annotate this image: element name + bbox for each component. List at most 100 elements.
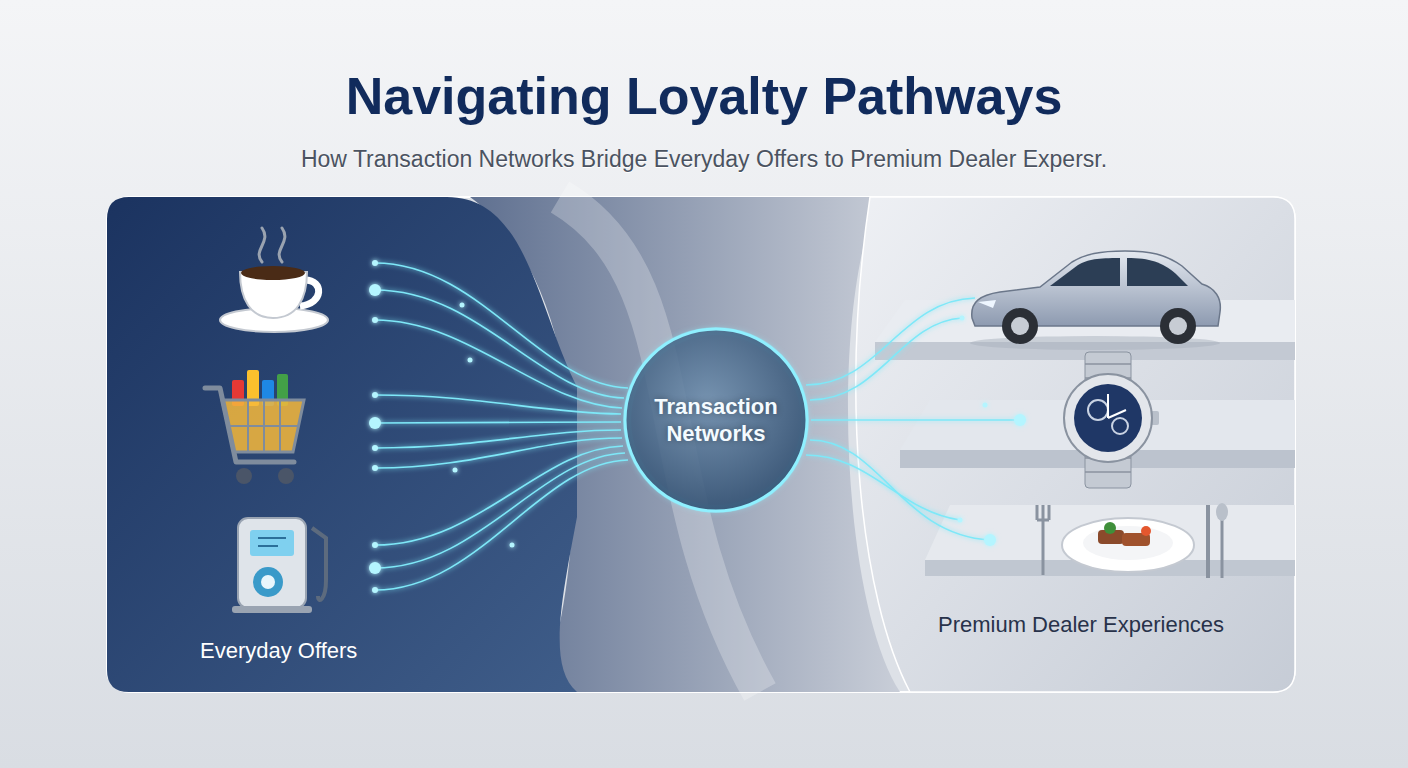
luxury-watch — [1064, 374, 1152, 462]
sedan-car — [1169, 317, 1187, 335]
platform-steps — [875, 300, 1295, 342]
shopping-cart-icon — [278, 468, 294, 484]
sedan-car — [1050, 258, 1120, 286]
luxury-watch — [1085, 352, 1131, 392]
card-panel — [107, 197, 1295, 692]
diagram-title: Navigating Loyalty Pathways — [0, 66, 1408, 126]
coffee-cup-icon — [300, 280, 319, 306]
coffee-cup-icon — [259, 228, 285, 262]
left-flow-lines — [375, 430, 621, 448]
fine-dining-plate — [1098, 530, 1124, 544]
flow-connector — [577, 419, 621, 422]
fine-dining-plate — [1104, 522, 1116, 534]
coffee-cup-icon — [241, 266, 305, 280]
luxury-watch — [1074, 384, 1142, 452]
platform-steps — [925, 560, 1295, 576]
fuel-pump-icon — [312, 528, 326, 600]
left-flow-lines — [375, 422, 621, 423]
offer-panel: Everyday Offers — [107, 197, 577, 692]
shopping-cart-icon — [205, 370, 304, 484]
left-flow-lines — [375, 320, 622, 408]
fine-dining-plate — [1206, 505, 1210, 578]
right-flow-lines — [810, 440, 990, 540]
left-flow-dots — [372, 587, 378, 593]
left-flow-dots — [372, 260, 378, 266]
fuel-pump-icon — [232, 606, 312, 613]
node-label: Premium Dealer Experiences — [938, 611, 1224, 639]
network-hub: Transaction Networks — [621, 325, 811, 515]
flow-connector — [811, 419, 840, 422]
luxury-watch — [1088, 400, 1108, 420]
fine-dining-plate — [1141, 526, 1151, 536]
shopping-cart-icon — [236, 468, 252, 484]
node-label: Transaction Networks — [641, 393, 791, 448]
left-flow-dots — [372, 392, 378, 398]
left-flow-dots — [453, 468, 458, 473]
left-flow-dots — [510, 543, 515, 548]
left-flow-dots — [372, 542, 378, 548]
coffee-cup-icon — [240, 272, 307, 318]
left-flow-dots — [369, 260, 515, 593]
shopping-cart-icon — [222, 400, 304, 452]
fine-dining-plate — [1221, 518, 1224, 578]
right-flow-dots — [960, 316, 965, 321]
fine-dining-plate — [1037, 505, 1049, 575]
fuel-pump-icon — [232, 518, 326, 613]
fuel-pump-icon — [258, 538, 286, 546]
right-flow-lines — [810, 318, 962, 400]
sedan-car — [978, 300, 996, 308]
right-flow-dots — [1014, 414, 1026, 426]
sedan-car — [972, 251, 1221, 326]
node-label: Everyday Offers — [200, 637, 357, 665]
left-flow-dots — [369, 562, 381, 574]
left-flow-lines — [375, 438, 622, 468]
left-flow-dots — [369, 284, 381, 296]
fine-dining-plate — [1122, 533, 1150, 546]
left-flow-lines — [375, 263, 628, 590]
network-hub-shape — [621, 325, 811, 515]
fine-dining-plate — [1062, 518, 1194, 572]
platform-steps — [900, 400, 1295, 450]
sedan-car — [1160, 308, 1196, 344]
luxury-watch — [1085, 444, 1131, 488]
panel-shape — [107, 197, 577, 692]
fuel-pump-icon — [250, 530, 294, 556]
panel-shape — [856, 197, 1295, 692]
left-flow-lines — [375, 290, 624, 398]
right-flow-dots — [958, 316, 1027, 547]
left-flow-dots — [468, 358, 473, 363]
left-flow-lines — [375, 395, 621, 414]
fuel-pump-icon — [261, 575, 275, 589]
right-flow-dots — [983, 403, 988, 408]
diagram-subtitle: How Transaction Networks Bridge Everyday… — [0, 146, 1408, 173]
right-flow-lines — [806, 455, 960, 520]
platform-steps — [925, 505, 1295, 560]
left-flow-lines — [375, 446, 623, 545]
fine-dining-plate — [1083, 526, 1173, 560]
left-flow-dots — [372, 465, 378, 471]
coffee-cup-icon — [220, 308, 328, 332]
sedan-car — [1002, 308, 1038, 344]
left-flow-dots — [372, 445, 378, 451]
shopping-cart-icon — [205, 388, 294, 462]
premium-panel: Premium Dealer Experiences — [840, 197, 1295, 692]
right-flow-dots — [958, 518, 963, 523]
shopping-cart-icon — [232, 380, 244, 406]
left-flow-dots — [460, 303, 465, 308]
right-flow-lines — [806, 298, 975, 385]
luxury-watch — [1085, 364, 1131, 472]
left-flow-dots — [372, 317, 378, 323]
luxury-watch — [1108, 394, 1126, 418]
fuel-pump-icon — [238, 518, 306, 608]
luxury-watch — [1150, 411, 1159, 425]
right-flow-dots — [984, 534, 996, 546]
platform-steps — [875, 300, 1295, 576]
hub-circle — [625, 329, 807, 511]
left-flow-lines — [375, 453, 625, 568]
sedan-car — [1011, 317, 1029, 335]
left-flow-lines — [375, 263, 628, 388]
offer-panel-shape — [107, 197, 577, 692]
shopping-cart-icon — [227, 400, 298, 452]
shopping-cart-icon — [277, 374, 288, 406]
shopping-cart-icon — [262, 380, 274, 406]
